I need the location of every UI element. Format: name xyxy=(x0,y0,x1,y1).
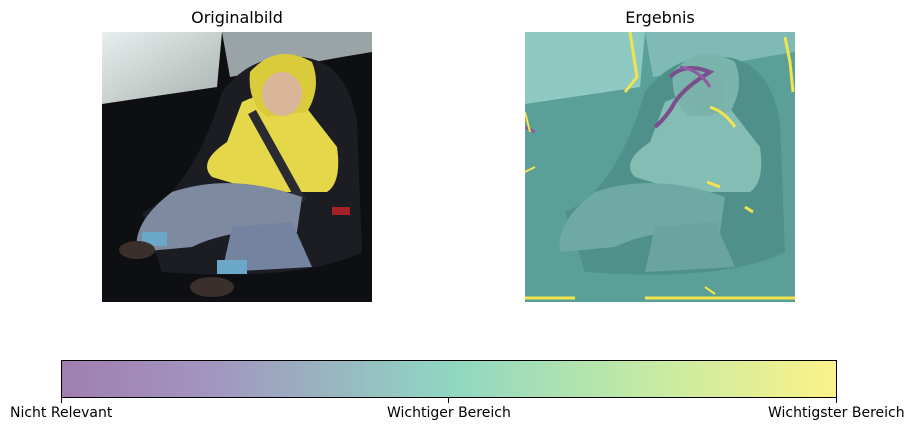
colorbar-label-low: Nicht Relevant xyxy=(10,405,113,421)
colorbar-tick xyxy=(836,398,837,403)
result-heatmap xyxy=(525,32,795,302)
colorbar-tick xyxy=(448,398,449,403)
colorbar-tick xyxy=(61,398,62,403)
colorbar-label-high: Wichtigster Bereich xyxy=(768,405,905,421)
original-image-title: Originalbild xyxy=(191,8,283,27)
colorbar-label-mid: Wichtiger Bereich xyxy=(387,405,511,421)
result-image-title: Ergebnis xyxy=(625,8,695,27)
original-image xyxy=(102,32,372,302)
colorbar xyxy=(61,360,837,398)
